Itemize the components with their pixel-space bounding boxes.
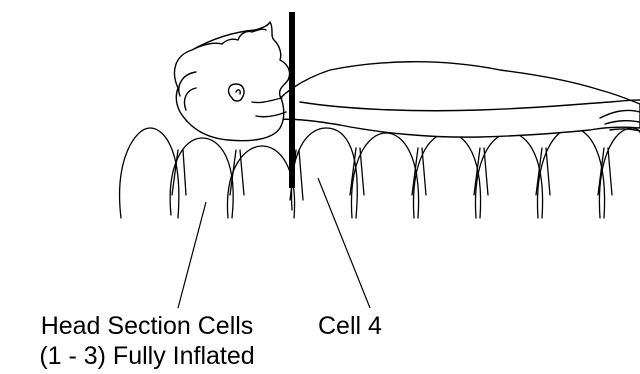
patient-figure [174,22,640,141]
cell-4-label: Cell 4 [318,311,382,341]
cell-4-leader-line [318,178,370,308]
air-cell [227,146,294,218]
air-cells [120,128,640,218]
air-cell [413,133,480,218]
air-cell [599,128,640,218]
head-section-cells-label: Head Section Cells (1 - 3) Fully Inflate… [6,311,288,371]
air-cell [351,133,418,218]
head-section-label-line-2: (1 - 3) Fully Inflated [6,341,288,371]
head-section-leader-line [178,202,206,308]
air-cell [475,133,542,218]
section-divider-bar [289,12,295,188]
air-cell [170,138,233,218]
patient-torso [270,62,640,137]
head-section-label-line-1: Head Section Cells [6,311,288,341]
